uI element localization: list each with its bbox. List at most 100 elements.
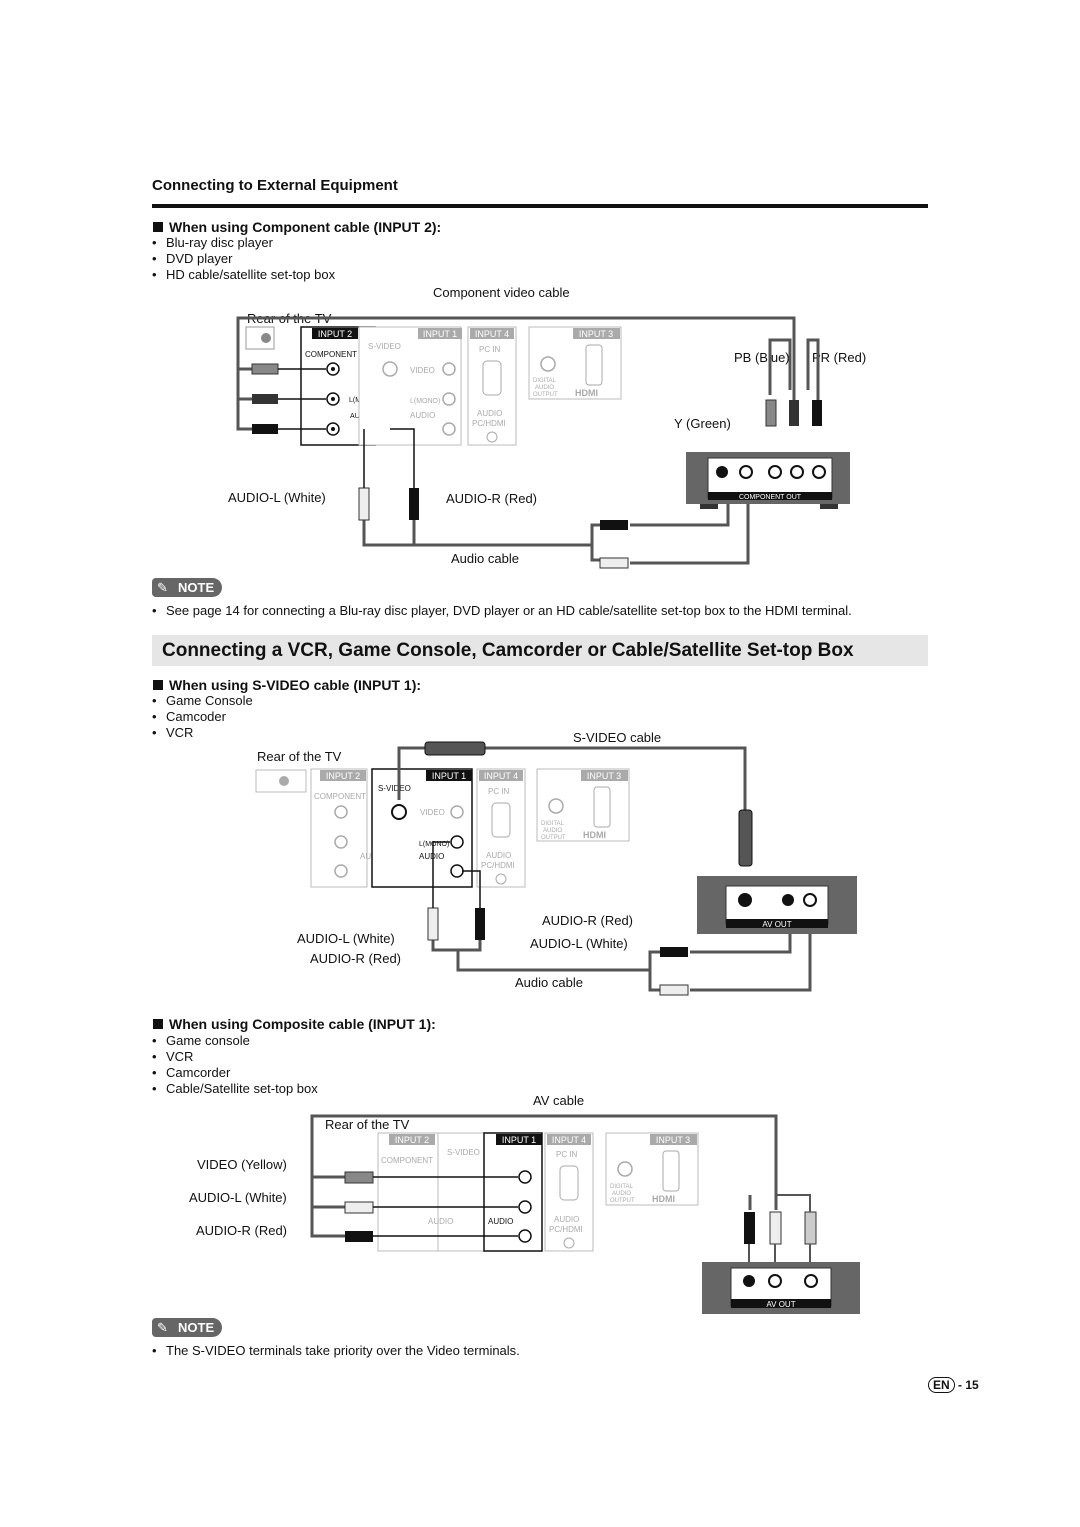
square-bullet-icon [153, 680, 163, 690]
svg-text:HDMI: HDMI [575, 388, 598, 398]
svg-text:INPUT 1: INPUT 1 [423, 329, 457, 339]
svg-text:AUDIO: AUDIO [477, 409, 502, 418]
svideo-cable-label: S-VIDEO cable [573, 730, 662, 745]
audio-l-white-label: AUDIO-L (White) [228, 490, 326, 505]
svg-text:OUTPUT: OUTPUT [610, 1198, 635, 1204]
video-yellow-label: VIDEO (Yellow) [197, 1157, 287, 1172]
dev-audio-l-label: AUDIO-L (White) [530, 936, 628, 951]
square-bullet-icon [153, 222, 163, 232]
svg-text:AUDIO: AUDIO [612, 1191, 631, 1197]
svg-text:INPUT 2: INPUT 2 [395, 1135, 429, 1145]
composite-source-device: AV OUT [702, 1262, 860, 1314]
svg-text:S-VIDEO: S-VIDEO [447, 1148, 480, 1157]
svg-text:HDMI: HDMI [583, 830, 606, 840]
av-cable [310, 1114, 778, 1238]
svg-text:L(MONO): L(MONO) [419, 841, 449, 848]
note1-text: See page 14 for connecting a Blu-ray dis… [152, 603, 932, 619]
tv-panel-svideo: INPUT 2 COMPONENT AUDIO INPUT 1 S-VIDEO … [255, 768, 630, 888]
svg-text:COMPONENT OUT: COMPONENT OUT [739, 494, 802, 501]
svg-text:AV OUT: AV OUT [766, 1300, 795, 1309]
svideo-cable [397, 746, 747, 810]
svg-text:OUTPUT: OUTPUT [541, 835, 566, 841]
svg-text:S-VIDEO: S-VIDEO [378, 784, 411, 793]
pr-red-label: PR (Red) [812, 350, 867, 365]
svg-text:PC/HDMI: PC/HDMI [481, 861, 515, 870]
svg-text:PC IN: PC IN [556, 1150, 578, 1159]
svg-text:DIGITAL: DIGITAL [541, 821, 565, 827]
svideo-source-device: AV OUT [697, 876, 857, 934]
svg-text:VIDEO: VIDEO [420, 808, 445, 817]
svg-text:AUDIO: AUDIO [410, 411, 435, 420]
svg-text:AUDIO: AUDIO [419, 852, 444, 861]
svg-text:AUDIO: AUDIO [486, 851, 511, 860]
audio-l-white-label: AUDIO-L (White) [189, 1190, 287, 1205]
component-cable [236, 316, 820, 431]
svg-text:INPUT 4: INPUT 4 [475, 329, 509, 339]
section-rule [152, 204, 928, 208]
section-band-title: Connecting a VCR, Game Console, Camcorde… [152, 635, 928, 666]
tv-panel-composite: INPUT 2 COMPONENT S-VIDEO AUDIO INPUT 1 … [377, 1132, 699, 1252]
svg-text:INPUT 1: INPUT 1 [502, 1135, 536, 1145]
svg-text:PC/HDMI: PC/HDMI [549, 1225, 583, 1234]
list-item: Game Console [152, 693, 253, 709]
svg-text:OUTPUT: OUTPUT [533, 392, 558, 398]
svg-text:COMPONENT: COMPONENT [381, 1156, 433, 1165]
audio-r-red-label: AUDIO-R (Red) [310, 951, 402, 966]
svg-text:DIGITAL: DIGITAL [610, 1184, 634, 1190]
svg-text:AUDIO: AUDIO [543, 828, 562, 834]
svg-text:S-VIDEO: S-VIDEO [368, 342, 401, 351]
av-cable-label: AV cable [533, 1093, 585, 1108]
svg-text:COMPONENT: COMPONENT [305, 350, 357, 359]
svg-text:HDMI: HDMI [652, 1194, 675, 1204]
page-footer: EN - 15 [928, 1377, 979, 1393]
section-title: Connecting to External Equipment [152, 177, 398, 194]
svg-text:AV OUT: AV OUT [762, 920, 791, 929]
svg-text:PC/HDMI: PC/HDMI [472, 419, 506, 428]
svg-text:INPUT 4: INPUT 4 [552, 1135, 586, 1145]
component-source-device: COMPONENT OUT [686, 452, 850, 509]
list-item: Cable/Satellite set-top box [152, 1081, 318, 1097]
audio-r-red-label: AUDIO-R (Red) [446, 491, 538, 506]
list-item: HD cable/satellite set-top box [152, 267, 335, 283]
audio-r-red-label: AUDIO-R (Red) [196, 1223, 288, 1238]
list-item: VCR [152, 1049, 318, 1065]
list-item: VCR [152, 725, 253, 741]
tv-panel-component: INPUT 2 COMPONENT L(MONO) AUDIO INPUT 1 … [245, 326, 622, 446]
svg-text:INPUT 2: INPUT 2 [318, 329, 352, 339]
list-item: Blu-ray disc player [152, 235, 335, 251]
svg-text:DIGITAL: DIGITAL [533, 378, 557, 384]
composite-heading: When using Composite cable (INPUT 1): [153, 1016, 436, 1032]
audio-cable-label: Audio cable [451, 551, 519, 566]
pb-blue-label: PB (Blue) [734, 350, 790, 365]
page-number: 15 [965, 1378, 979, 1392]
pencil-icon: ✎ [157, 580, 168, 595]
pencil-icon: ✎ [157, 1320, 168, 1335]
svg-text:INPUT 3: INPUT 3 [656, 1135, 690, 1145]
component-list: Blu-ray disc player DVD player HD cable/… [152, 235, 335, 283]
svg-text:PC IN: PC IN [479, 345, 501, 354]
svg-text:AUDIO: AUDIO [428, 1217, 453, 1226]
square-bullet-icon [153, 1019, 163, 1029]
composite-list: Game console VCR Camcorder Cable/Satelli… [152, 1033, 318, 1097]
svg-text:L(MONO): L(MONO) [410, 398, 440, 405]
rear-of-tv-label: Rear of the TV [325, 1117, 410, 1132]
note-badge: NOTE [152, 578, 223, 597]
svg-text:INPUT 2: INPUT 2 [326, 771, 360, 781]
audio-l-white-label: AUDIO-L (White) [297, 931, 395, 946]
svideo-heading: When using S-VIDEO cable (INPUT 1): [153, 677, 421, 693]
svg-text:COMPONENT: COMPONENT [314, 792, 366, 801]
list-item: DVD player [152, 251, 335, 267]
svg-text:AUDIO: AUDIO [535, 385, 554, 391]
note-badge: NOTE [152, 1318, 223, 1337]
svideo-list: Game Console Camcoder VCR [152, 693, 253, 741]
svg-text:INPUT 3: INPUT 3 [579, 329, 613, 339]
list-item: Camcoder [152, 709, 253, 725]
svg-text:INPUT 1: INPUT 1 [432, 771, 466, 781]
language-badge: EN [928, 1377, 955, 1393]
svg-text:VIDEO: VIDEO [410, 366, 435, 375]
svg-text:INPUT 4: INPUT 4 [484, 771, 518, 781]
rear-of-tv-label: Rear of the TV [257, 749, 342, 764]
dev-audio-r-label: AUDIO-R (Red) [542, 913, 634, 928]
